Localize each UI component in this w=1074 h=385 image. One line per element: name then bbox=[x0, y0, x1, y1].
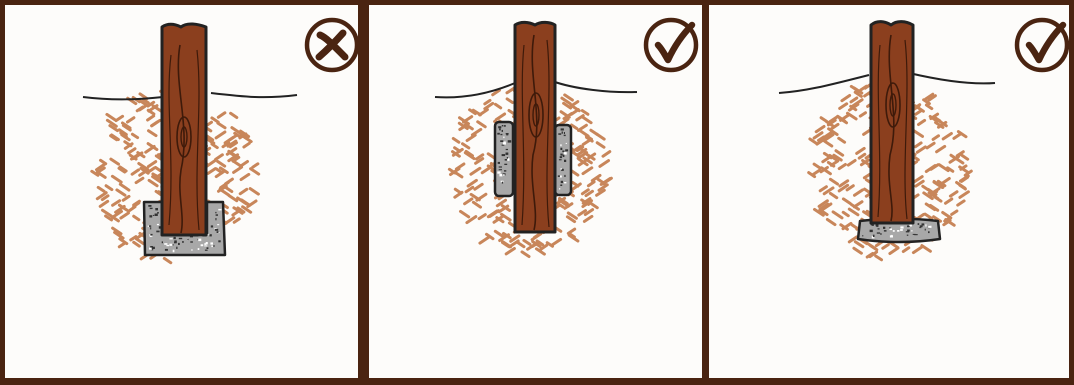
checkmark-icon bbox=[1014, 17, 1069, 73]
concrete-side-block-right bbox=[553, 123, 573, 197]
ground-line bbox=[434, 80, 638, 99]
panel-2-illustration bbox=[434, 17, 699, 258]
panel-incorrect-concrete-cup bbox=[5, 5, 358, 378]
wooden-post bbox=[160, 22, 208, 237]
checkmark-icon bbox=[643, 17, 699, 73]
concrete-footing-pad bbox=[856, 217, 942, 244]
concrete-cup bbox=[142, 200, 227, 257]
ground-line bbox=[82, 92, 298, 101]
concrete-speckles bbox=[862, 223, 932, 239]
soil-texture bbox=[807, 78, 973, 262]
panel-correct-side-blocks bbox=[369, 5, 702, 378]
concrete-side-block-left bbox=[493, 120, 515, 198]
wooden-post bbox=[513, 20, 557, 234]
concrete-speckles bbox=[497, 125, 512, 184]
panel-3-illustration bbox=[778, 17, 1069, 262]
panel-1-illustration bbox=[82, 17, 358, 265]
panel-correct-footing-pad bbox=[709, 5, 1069, 378]
wooden-post bbox=[869, 20, 915, 225]
concrete-speckles bbox=[557, 128, 569, 190]
soil-texture bbox=[447, 83, 613, 258]
cross-icon bbox=[304, 17, 358, 73]
ground-line bbox=[778, 72, 996, 94]
